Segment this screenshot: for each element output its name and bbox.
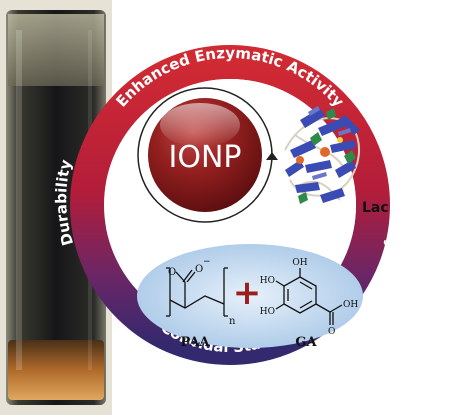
nanoparticle-label: IONP: [169, 140, 242, 175]
benefits-ring: [70, 45, 390, 365]
polymer-coating-ellipse: [137, 244, 363, 348]
carboxylate-o-left: O: [168, 267, 176, 278]
carboxylate-charge: −: [203, 257, 211, 267]
ga-top-oh: OH: [292, 258, 307, 268]
sphere-highlight: [160, 103, 240, 147]
ga-label: GA: [295, 335, 317, 350]
arrow-head-icon: [266, 152, 278, 160]
ga-left-ho: HO: [260, 276, 275, 286]
ga-lower-ho: HO: [260, 307, 275, 317]
enzyme-label: Lac: [362, 200, 389, 216]
paa-structure-icon: [166, 267, 228, 317]
carboxylate-o-right: O: [195, 264, 203, 275]
paa-label: PAA: [180, 335, 210, 350]
plus-icon: +: [233, 273, 262, 313]
ga-acid-oh: OH: [343, 300, 358, 310]
laccase-protein-icon: [284, 106, 361, 204]
ga-structure-icon: [275, 268, 343, 325]
repeat-unit-n: n: [229, 316, 236, 327]
ga-carbonyl-o: O: [328, 327, 335, 337]
